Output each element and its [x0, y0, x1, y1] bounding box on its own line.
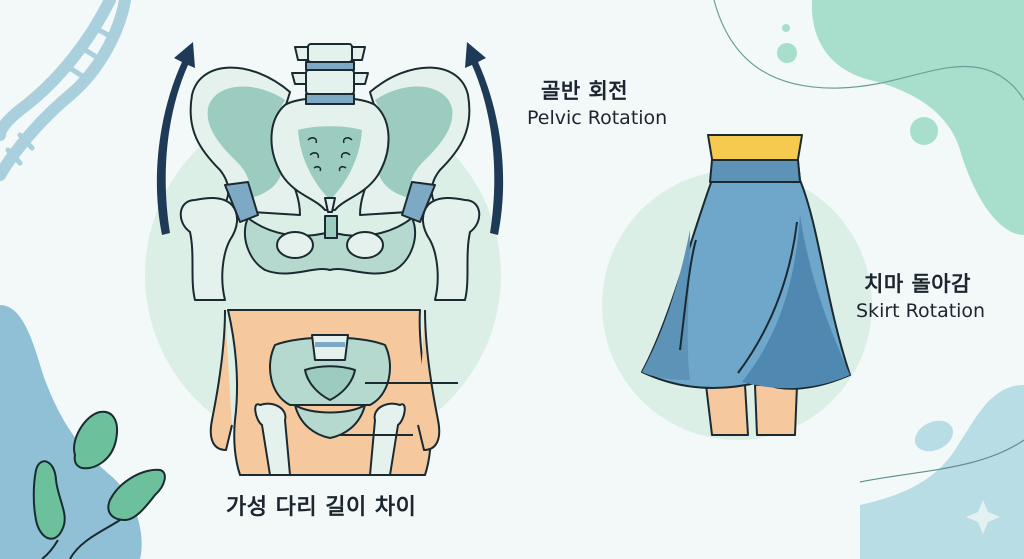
- pelvic-rotation-label-en: Pelvic Rotation: [527, 107, 668, 129]
- bacteria-icon: [32, 410, 166, 559]
- bubble: [777, 43, 797, 63]
- leg-right: [754, 384, 798, 436]
- dna-helix-icon: [0, 0, 131, 181]
- body-pelvis-diagram: [209, 309, 458, 476]
- pelvis-diagram: [179, 43, 481, 301]
- leg-length-difference-label: 가성 다리 길이 차이: [226, 489, 416, 521]
- swirl-line: [713, 0, 1024, 101]
- right-femur: [422, 197, 481, 301]
- bubble: [782, 24, 790, 32]
- mint-blob-top-right: [811, 0, 1024, 235]
- curved-arrow-up-icon: [156, 42, 504, 235]
- sparkle-icon: [966, 500, 1000, 534]
- pelvic-rotation-label: 골반 회전 Pelvic Rotation: [527, 75, 667, 129]
- skirt-rotation-label-ko: 치마 돌아감: [864, 272, 971, 296]
- blue-blob-small: [914, 420, 954, 452]
- leg-length-difference-label-ko: 가성 다리 길이 차이: [226, 495, 417, 520]
- pelvic-rotation-label-ko: 골반 회전: [541, 79, 629, 103]
- lumbar-vertebrae: [291, 43, 369, 105]
- left-femur: [179, 197, 238, 301]
- wave-line: [859, 439, 1024, 483]
- skirt-diagram: [641, 134, 851, 436]
- bubble: [910, 117, 938, 145]
- skirt-rotation-label-en: Skirt Rotation: [856, 300, 986, 322]
- leg-left: [705, 384, 749, 436]
- skirt-rotation-label: 치마 돌아감 Skirt Rotation: [856, 268, 985, 322]
